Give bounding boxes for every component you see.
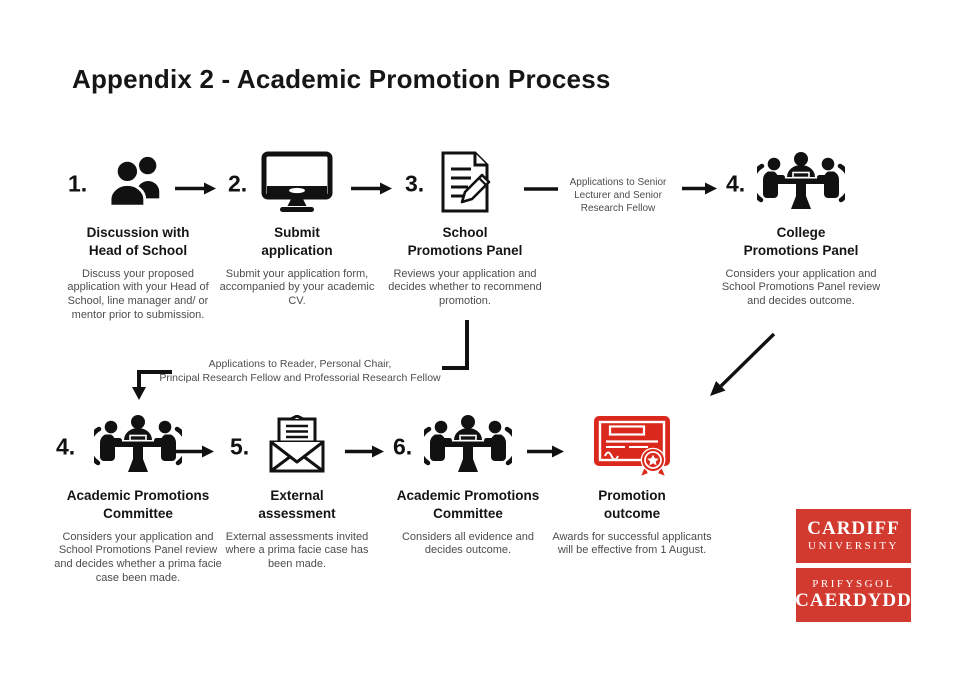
step-title: Academic Promotions Committee — [66, 488, 210, 521]
step-number: 6. — [393, 433, 413, 460]
step-number: 4. — [726, 170, 746, 197]
step-school-promotions-panel: 3. School Promotions Panel Reviews your … — [375, 150, 555, 309]
step-college-promotions-panel: 4. Colleg — [711, 151, 891, 309]
step-number: 2. — [228, 170, 248, 197]
committee-table-icon — [416, 414, 520, 481]
connector-label-reader-chair: Applications to Reader, Personal Chair, … — [159, 358, 441, 384]
logo-caerdydd-text: CAERDYDD — [795, 590, 912, 612]
step-title: Promotion outcome — [598, 488, 666, 521]
elbow-step3-down — [442, 320, 469, 370]
elbow-arrow-to-committee — [132, 370, 172, 400]
arrow-college-to-outcome — [710, 332, 776, 396]
step-description: Discuss your proposed application with y… — [67, 267, 209, 321]
document-pencil-icon — [437, 150, 493, 219]
step-description: Considers your application and School Pr… — [54, 530, 222, 584]
envelope-letter-icon — [267, 414, 327, 480]
logo-welsh-block: PRIFYSGOL CAERDYDD — [795, 568, 912, 622]
arrow-step2-step3 — [351, 182, 392, 195]
page-title: Appendix 2 - Academic Promotion Process — [72, 64, 611, 94]
logo-university-text: UNIVERSITY — [808, 539, 899, 552]
step-number: 5. — [230, 433, 250, 460]
step-promotion-outcome: Promotion outcome Awards for successful … — [542, 415, 722, 558]
arrow-label-step4 — [682, 182, 717, 195]
line-step3-label — [524, 187, 558, 191]
step-description: External assessments invited where a pri… — [225, 530, 369, 571]
two-people-icon — [107, 154, 169, 215]
step-discussion-head-of-school: 1. Discussion with Head of School Discus… — [48, 152, 228, 323]
logo-prifysgol-text: PRIFYSGOL — [812, 577, 895, 590]
logo-cardiff-text: CARDIFF — [807, 517, 900, 539]
step-title: Academic Promotions Committee — [396, 488, 540, 521]
computer-icon — [261, 151, 333, 218]
arrow-step1-step2 — [175, 182, 216, 195]
step-title: College Promotions Panel — [743, 225, 859, 258]
step-title: External assessment — [258, 488, 336, 521]
cardiff-university-logo: CARDIFF UNIVERSITY PRIFYSGOL CAERDYDD — [795, 509, 912, 627]
step-description: Considers all evidence and decides outco… — [401, 530, 535, 557]
certificate-icon — [592, 412, 672, 483]
connector-label-senior-lecturer: Applications to Senior Lecturer and Seni… — [569, 177, 667, 214]
step-number: 4. — [56, 433, 76, 460]
step-title: School Promotions Panel — [407, 225, 523, 258]
committee-table-icon — [86, 414, 190, 481]
step-submit-application: 2. Submit application Submit your applic… — [207, 151, 387, 309]
logo-english-block: CARDIFF UNIVERSITY — [796, 509, 911, 563]
step-academic-promotions-committee-1: 4. Academ — [48, 414, 228, 586]
step-description: Awards for successful applicants will be… — [552, 530, 712, 557]
step-number: 1. — [68, 170, 88, 197]
step-number: 3. — [405, 170, 425, 197]
step-description: Considers your application and School Pr… — [721, 267, 881, 308]
step-external-assessment: 5. External assessment External assess — [207, 414, 387, 572]
arrow-committee-outcome — [527, 445, 564, 458]
committee-table-icon — [749, 151, 853, 218]
step-description: Reviews your application and decides whe… — [388, 267, 542, 308]
arrow-external-committee — [345, 445, 384, 458]
arrow-committee-external — [175, 445, 214, 458]
step-title: Discussion with Head of School — [86, 225, 190, 258]
step-description: Submit your application form, accompanie… — [219, 267, 375, 308]
step-title: Submit application — [261, 225, 333, 258]
step-academic-promotions-committee-2: 6. Academ — [378, 414, 558, 558]
